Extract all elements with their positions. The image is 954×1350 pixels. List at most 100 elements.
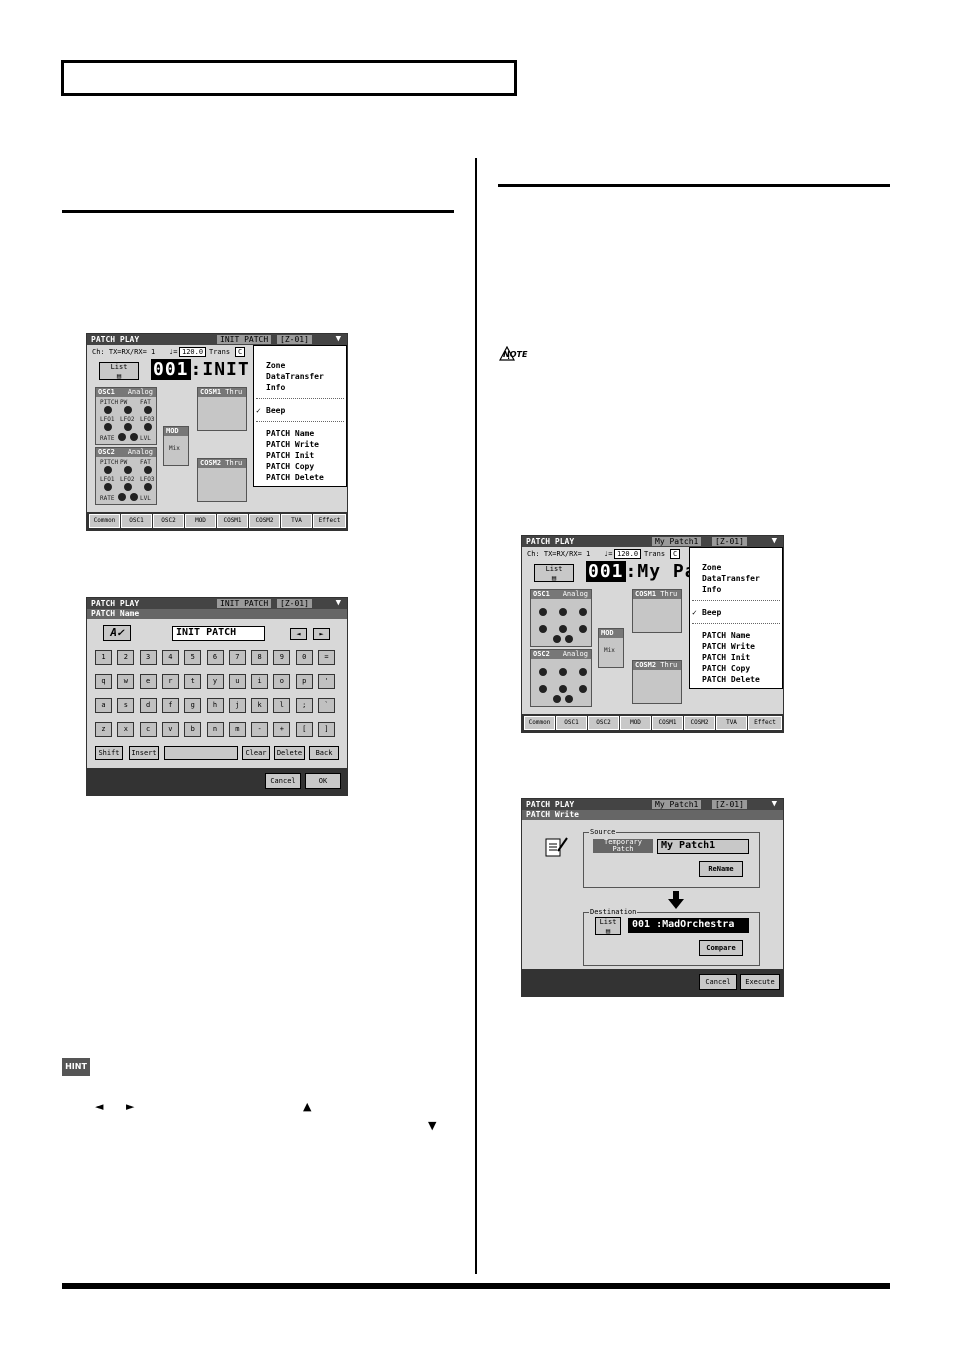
knob-icon[interactable]: [130, 493, 138, 501]
tab-effect[interactable]: Effect: [748, 716, 782, 730]
keyboard-key[interactable]: z: [95, 722, 112, 737]
knob-icon[interactable]: [553, 635, 561, 643]
keyboard-key[interactable]: b: [184, 722, 202, 737]
cosm1-block[interactable]: COSM1 Thru: [632, 589, 682, 633]
menu-item-beep[interactable]: Beep: [266, 406, 286, 415]
menu-item-info[interactable]: Info: [266, 383, 286, 392]
menu-item-patch-copy[interactable]: PATCH Copy: [266, 462, 315, 471]
list-button[interactable]: List▤: [595, 917, 621, 935]
menu-item-patch-write[interactable]: PATCH Write: [266, 440, 319, 449]
knob-icon[interactable]: [130, 433, 138, 441]
mod-block[interactable]: MOD Mix: [163, 426, 189, 466]
keyboard-key[interactable]: 3: [139, 650, 157, 665]
keyboard-key[interactable]: q: [95, 674, 112, 689]
keyboard-key[interactable]: c: [139, 722, 157, 737]
keyboard-key[interactable]: v: [161, 722, 179, 737]
knob-icon[interactable]: [565, 695, 573, 703]
cancel-button[interactable]: Cancel: [699, 974, 737, 990]
keyboard-key[interactable]: 9: [273, 650, 291, 665]
menu-item-info[interactable]: Info: [702, 585, 722, 594]
osc2-block[interactable]: OSC2 Analog PITCH PW FAT LFO1 LFO2 LFO3 …: [95, 447, 157, 505]
keyboard-key[interactable]: p: [295, 674, 313, 689]
keyboard-key[interactable]: m: [228, 722, 246, 737]
tab-effect[interactable]: Effect: [313, 514, 346, 528]
knob-icon[interactable]: [565, 635, 573, 643]
menu-item-patch-copy[interactable]: PATCH Copy: [702, 664, 751, 673]
tab-tva[interactable]: TVA: [281, 514, 312, 528]
menu-item-patch-delete[interactable]: PATCH Delete: [266, 473, 324, 482]
knob-icon[interactable]: [124, 406, 132, 414]
clear-key[interactable]: Clear: [242, 746, 270, 760]
tab-common[interactable]: Common: [89, 514, 120, 528]
knob-icon[interactable]: [118, 493, 126, 501]
keyboard-key[interactable]: x: [117, 722, 135, 737]
keyboard-key[interactable]: ;: [295, 698, 313, 713]
menu-item-patch-name[interactable]: PATCH Name: [266, 429, 315, 438]
menu-arrow-icon[interactable]: ▼: [335, 334, 341, 344]
keyboard-key[interactable]: w: [117, 674, 135, 689]
menu-item-patch-write[interactable]: PATCH Write: [702, 642, 755, 651]
compare-button[interactable]: Compare: [699, 940, 743, 956]
keyboard-key[interactable]: l: [273, 698, 291, 713]
tab-cosm1[interactable]: COSM1: [652, 716, 683, 730]
menu-item-patch-init[interactable]: PATCH Init: [266, 451, 315, 460]
knob-icon[interactable]: [559, 625, 567, 633]
case-toggle-icon[interactable]: A✓: [103, 625, 131, 641]
tab-osc2[interactable]: OSC2: [153, 514, 184, 528]
keyboard-key[interactable]: u: [228, 674, 246, 689]
tab-cosm1[interactable]: COSM1: [217, 514, 248, 528]
knob-icon[interactable]: [539, 685, 547, 693]
list-button[interactable]: List▤: [534, 564, 574, 582]
keyboard-key[interactable]: 7: [228, 650, 246, 665]
ok-button[interactable]: OK: [305, 773, 341, 789]
menu-arrow-icon[interactable]: ▼: [335, 598, 341, 608]
knob-icon[interactable]: [539, 625, 547, 633]
back-key[interactable]: Back: [309, 746, 339, 760]
knob-icon[interactable]: [144, 466, 152, 474]
execute-button[interactable]: Execute: [740, 974, 780, 990]
rename-button[interactable]: ReName: [699, 861, 743, 877]
knob-icon[interactable]: [559, 685, 567, 693]
cosm2-block[interactable]: COSM2 Thru: [632, 660, 682, 704]
keyboard-key[interactable]: 6: [206, 650, 224, 665]
tab-mod[interactable]: MOD: [620, 716, 651, 730]
tab-cosm2[interactable]: COSM2: [684, 716, 715, 730]
keyboard-key[interactable]: a: [95, 698, 112, 713]
knob-icon[interactable]: [118, 433, 126, 441]
mod-block[interactable]: MOD Mix: [598, 628, 624, 668]
keyboard-key[interactable]: 2: [117, 650, 135, 665]
list-button[interactable]: List▤: [99, 362, 139, 380]
tempo-value[interactable]: 120.0: [179, 347, 207, 357]
menu-item-patch-name[interactable]: PATCH Name: [702, 631, 751, 640]
osc1-block[interactable]: OSC1 Analog PITCH PW FAT LFO1 LFO2 LFO3 …: [95, 387, 157, 445]
cursor-right-button[interactable]: ►: [313, 628, 330, 640]
menu-item-patch-delete[interactable]: PATCH Delete: [702, 675, 760, 684]
cancel-button[interactable]: Cancel: [265, 773, 301, 789]
knob-icon[interactable]: [104, 423, 112, 431]
osc2-block[interactable]: OSC2 Analog: [530, 649, 592, 707]
keyboard-key[interactable]: n: [206, 722, 224, 737]
menu-arrow-icon[interactable]: ▼: [771, 536, 777, 546]
keyboard-key[interactable]: 1: [95, 650, 112, 665]
keyboard-key[interactable]: [: [295, 722, 313, 737]
name-input[interactable]: INIT PATCH: [172, 626, 265, 641]
keyboard-key[interactable]: e: [139, 674, 157, 689]
knob-icon[interactable]: [553, 695, 561, 703]
knob-icon[interactable]: [124, 466, 132, 474]
keyboard-key[interactable]: s: [117, 698, 135, 713]
space-key[interactable]: [164, 746, 238, 760]
tempo-value[interactable]: 120.0: [614, 549, 642, 559]
knob-icon[interactable]: [559, 608, 567, 616]
insert-key[interactable]: Insert: [129, 746, 159, 760]
keyboard-key[interactable]: 0: [295, 650, 313, 665]
keyboard-key[interactable]: g: [184, 698, 202, 713]
tab-osc1[interactable]: OSC1: [556, 716, 587, 730]
shift-key[interactable]: Shift: [95, 746, 123, 760]
destination-name-field[interactable]: 001 :MadOrchestra: [628, 918, 749, 933]
knob-icon[interactable]: [104, 466, 112, 474]
tab-osc1[interactable]: OSC1: [121, 514, 152, 528]
knob-icon[interactable]: [104, 406, 112, 414]
delete-key[interactable]: Delete: [274, 746, 305, 760]
keyboard-key[interactable]: t: [184, 674, 202, 689]
trans-value[interactable]: C: [235, 347, 246, 357]
